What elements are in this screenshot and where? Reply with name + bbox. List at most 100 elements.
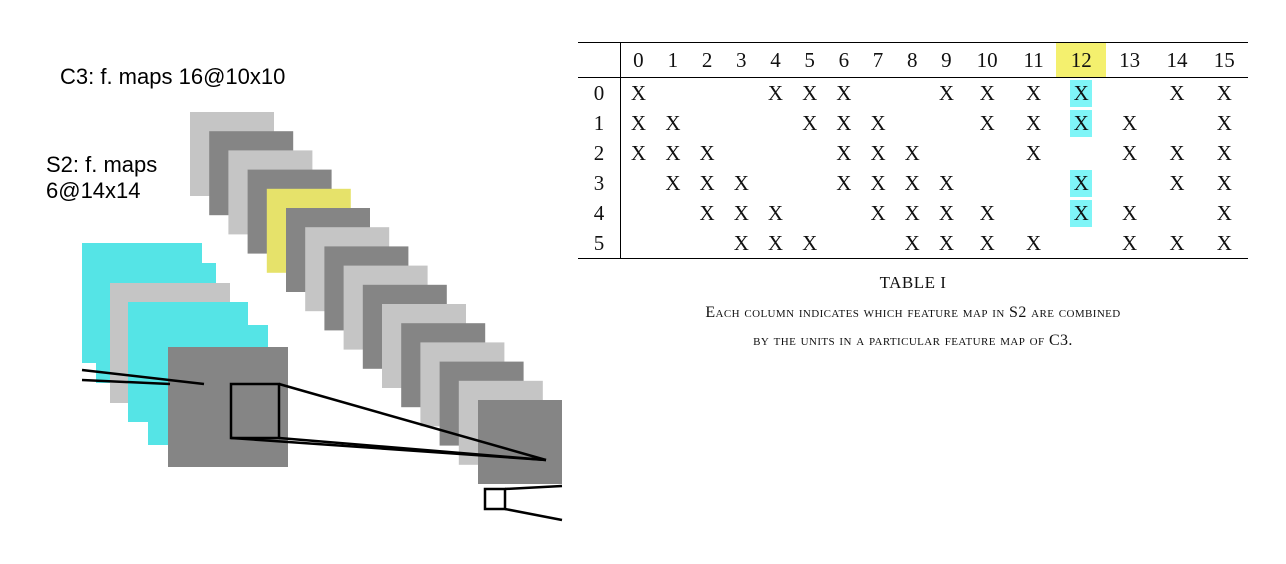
table-cell: X: [1026, 80, 1042, 105]
table-cell: X: [979, 230, 995, 255]
table-cell: X: [1122, 200, 1138, 225]
table-cell: X: [904, 230, 920, 255]
table-cell: [929, 108, 963, 138]
table-cell: X: [938, 80, 954, 105]
column-header-7: 7: [860, 42, 896, 78]
table-cell: X: [938, 200, 954, 225]
c3-feature-maps: [190, 112, 562, 484]
c3-feature-map: [478, 400, 562, 484]
table-cell: [690, 108, 724, 138]
lenet-connection-diagram: [81, 112, 563, 522]
table-cell: X: [767, 200, 784, 225]
table-cell: X: [1122, 110, 1138, 135]
caption-line-2: by the units in a particular feature map…: [753, 332, 1073, 349]
table-caption: TABLE I Each column indicates which feat…: [578, 273, 1248, 355]
table-cell: [793, 138, 827, 168]
column-header-2: 2: [690, 42, 725, 78]
table-cell: X: [1216, 170, 1232, 195]
row-header-2: 2: [578, 138, 621, 168]
table-cell: [656, 198, 690, 228]
table-cell: X: [938, 230, 954, 255]
table-cell: X: [1169, 230, 1185, 255]
table-cell: [1153, 108, 1200, 138]
table-cell: X: [1026, 110, 1042, 135]
s2-feature-maps: [82, 243, 288, 467]
table-cell: [1106, 78, 1153, 109]
s2-label: S2: f. maps 6@14x14: [46, 152, 157, 204]
table-cell: [656, 78, 690, 109]
table-cell: [724, 138, 758, 168]
connection-line: [230, 436, 547, 462]
table-cell: X: [1056, 78, 1106, 109]
table-cell: X: [1216, 230, 1232, 255]
table-cell: X: [1056, 168, 1106, 198]
table-cell: [690, 78, 724, 109]
table-cell: X: [979, 200, 995, 225]
caption-title: TABLE I: [879, 273, 947, 292]
table-cell: X: [699, 170, 715, 195]
table-cell: [1056, 228, 1106, 259]
table-cell: X: [699, 200, 715, 225]
table-cell: X: [699, 140, 715, 165]
row-header-0: 0: [578, 77, 621, 108]
table-cell: X: [733, 230, 749, 255]
table-cell: [758, 138, 792, 168]
table-cell: [1106, 168, 1153, 198]
connection-line: [81, 378, 171, 386]
table-cell: X: [1169, 80, 1185, 105]
table-cell: X: [802, 110, 818, 135]
table-cell: X: [665, 110, 681, 135]
connection-line: [504, 507, 563, 522]
column-header-10: 10: [963, 42, 1011, 78]
table-cell: X: [836, 140, 852, 165]
table-cell: X: [870, 170, 886, 195]
column-header-4: 4: [758, 42, 793, 78]
table-cell: [758, 168, 792, 198]
table-cell: [861, 78, 895, 109]
table-cell: X: [1056, 198, 1106, 228]
table-cell: [621, 168, 656, 198]
connection-line: [81, 368, 205, 386]
table-cell: [827, 198, 861, 228]
table-cell: [621, 228, 656, 259]
table-cell: X: [1056, 108, 1106, 138]
column-header-6: 6: [826, 42, 861, 78]
table-cell: X: [665, 170, 681, 195]
table-cell: [964, 168, 1011, 198]
table-cell: X: [802, 80, 818, 105]
table-cell: [1056, 138, 1106, 168]
table-cell: [861, 228, 895, 259]
column-header-8: 8: [895, 42, 930, 78]
table-corner-cell: [578, 42, 621, 78]
table-cell: X: [870, 200, 886, 225]
table-cell: [690, 228, 724, 259]
table-cell: [656, 228, 690, 259]
table-cell: X: [767, 230, 784, 255]
table-cell: X: [733, 200, 749, 225]
column-header-14: 14: [1153, 42, 1201, 78]
table-cell: X: [979, 80, 995, 105]
table-cell: X: [802, 230, 818, 255]
table-cell: X: [870, 140, 886, 165]
connection-line: [278, 382, 547, 462]
table-cell: X: [630, 110, 646, 135]
caption-line-1: Each column indicates which feature map …: [705, 304, 1121, 321]
table-cell: X: [1169, 140, 1185, 165]
row-header-1: 1: [578, 108, 621, 138]
row-header-3: 3: [578, 168, 621, 198]
column-header-13: 13: [1105, 42, 1154, 78]
table-cell: [1011, 168, 1057, 198]
column-header-5: 5: [792, 42, 827, 78]
table-cell: X: [1169, 170, 1185, 195]
column-header-15: 15: [1200, 42, 1248, 78]
c3-unit-box: [483, 487, 507, 511]
table-cell: [827, 228, 861, 259]
table-cell: [793, 168, 827, 198]
caption-text: Each column indicates which feature map …: [578, 299, 1248, 355]
row-header-4: 4: [578, 198, 621, 228]
